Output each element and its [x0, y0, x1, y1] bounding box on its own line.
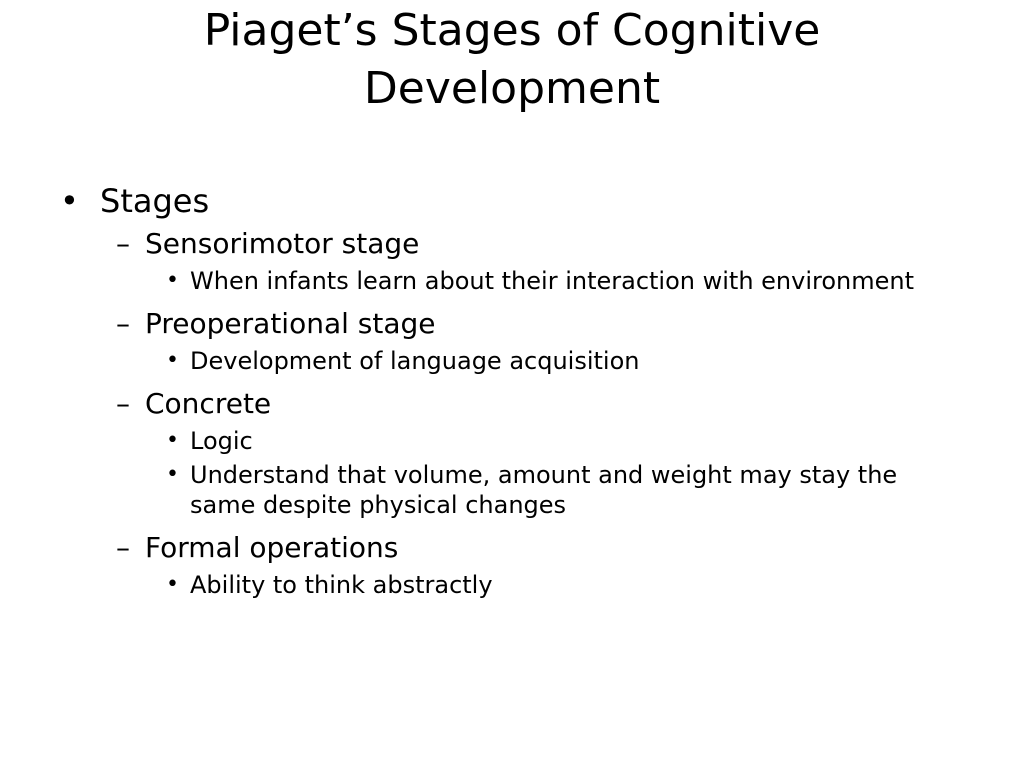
bullet-dot-icon: •: [166, 428, 179, 453]
stage-sensorimotor: – Sensorimotor stage: [60, 224, 970, 264]
slide-title-line-1: Piaget’s Stages of Cognitive: [203, 5, 821, 56]
dash-bullet-icon: –: [116, 307, 130, 340]
stage-label: Sensorimotor stage: [145, 227, 420, 260]
stage-point-text: Understand that volume, amount and weigh…: [190, 461, 898, 519]
dash-bullet-icon: –: [116, 227, 130, 260]
dash-bullet-icon: –: [116, 387, 130, 420]
bullet-stages: • Stages: [60, 178, 970, 224]
dash-bullet-icon: –: [116, 531, 130, 564]
stage-point: • Logic: [60, 426, 970, 456]
stage-point: • Ability to think abstractly: [60, 570, 970, 600]
bullet-dot-icon: •: [60, 182, 79, 220]
stage-concrete: – Concrete: [60, 384, 970, 424]
stage-point: • Development of language acquisition: [60, 346, 970, 376]
stage-point-text: Ability to think abstractly: [190, 571, 493, 599]
stage-point-text: When infants learn about their interacti…: [190, 267, 915, 295]
slide-body: • Stages – Sensorimotor stage • When inf…: [60, 178, 970, 608]
bullet-stages-label: Stages: [100, 182, 210, 220]
stage-label: Preoperational stage: [145, 307, 436, 340]
bullet-dot-icon: •: [166, 268, 179, 293]
bullet-dot-icon: •: [166, 348, 179, 373]
slide-title: Piaget’s Stages of Cognitive Development: [60, 2, 964, 118]
stage-point: • Understand that volume, amount and wei…: [60, 460, 970, 520]
slide-title-line-2: Development: [363, 63, 661, 114]
bullet-dot-icon: •: [166, 462, 179, 487]
stage-label: Concrete: [145, 387, 272, 420]
stage-point-text: Logic: [190, 427, 253, 455]
bullet-dot-icon: •: [166, 572, 179, 597]
stage-formal-operations: – Formal operations: [60, 528, 970, 568]
stage-label: Formal operations: [145, 531, 399, 564]
stage-point-text: Development of language acquisition: [190, 347, 640, 375]
stage-point: • When infants learn about their interac…: [60, 266, 970, 296]
stage-preoperational: – Preoperational stage: [60, 304, 970, 344]
